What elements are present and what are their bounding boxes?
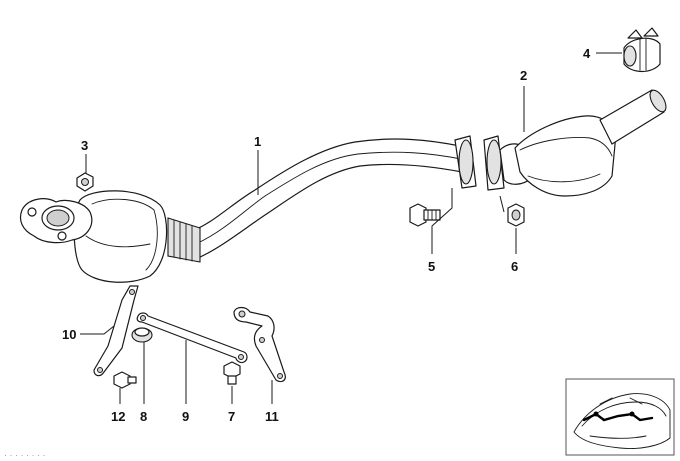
bracket-11	[233, 306, 286, 383]
rear-catalyst-body	[514, 115, 617, 197]
support-rod-9	[136, 312, 248, 364]
callout-3: 3	[81, 138, 88, 153]
inlet-flange	[19, 198, 93, 244]
callout-1: 1	[254, 134, 261, 149]
callout-10: 10	[62, 327, 76, 342]
clamp-4	[623, 27, 661, 73]
callout-7: 7	[228, 409, 235, 424]
pipe-body	[189, 138, 463, 259]
callout-4: 4	[583, 46, 591, 61]
callout-labels: 1 2 3 4 5 6 7 8 9 10 11 12	[62, 46, 591, 424]
callout-12: 12	[111, 409, 125, 424]
catalyst-body	[73, 190, 168, 283]
bolt-5	[409, 203, 441, 227]
callout-9: 9	[182, 409, 189, 424]
front-pipe-catalyst	[19, 135, 477, 283]
inset-frame	[565, 378, 675, 456]
bolt-7	[223, 361, 241, 385]
nut-3	[76, 172, 94, 192]
leader-lines	[80, 52, 622, 404]
callout-8: 8	[140, 409, 147, 424]
callout-2: 2	[520, 68, 527, 83]
bracket-10	[93, 285, 139, 377]
rubber-mount-8	[131, 327, 153, 343]
flex-joint	[167, 217, 201, 263]
rear-catalyst-section	[483, 89, 667, 197]
callout-6: 6	[511, 259, 518, 274]
vehicle-location-inset	[565, 378, 675, 456]
rear-flange	[483, 135, 505, 191]
nut-6	[507, 203, 525, 227]
callout-5: 5	[428, 259, 435, 274]
watermark: · · · · · · · ·	[4, 450, 45, 460]
pipe-rear-flange	[454, 135, 477, 189]
bolt-12	[113, 371, 137, 389]
callout-11: 11	[265, 409, 279, 424]
